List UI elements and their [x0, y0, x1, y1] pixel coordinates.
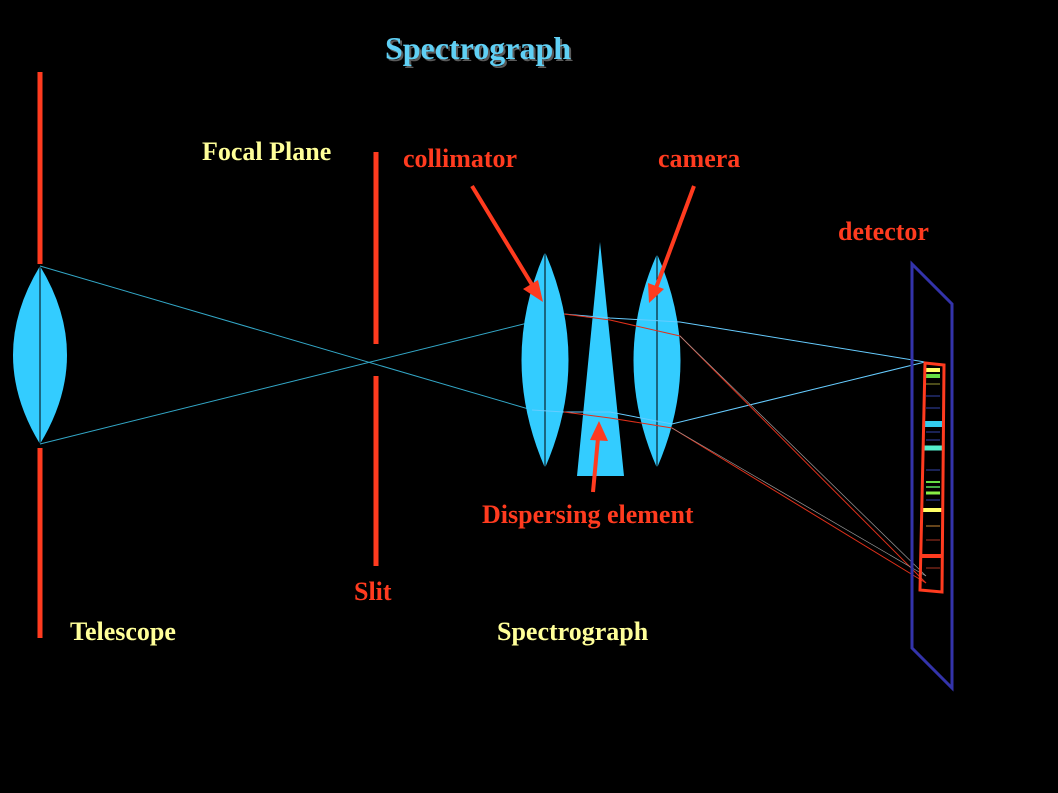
title-shadow: Spectrograph: [387, 32, 573, 68]
dispersing-arrow: [590, 421, 608, 493]
collimator-arrow: [470, 184, 543, 302]
camera-label: camera: [658, 144, 740, 173]
spectrum-strip: [918, 361, 946, 594]
ray-upper-telescope: [39, 265, 533, 411]
collimator-label: collimator: [403, 144, 517, 173]
spectrograph-section-label: Spectrograph: [497, 617, 649, 646]
focal-plane-label: Focal Plane: [202, 137, 331, 166]
ray-blue-lower: [531, 361, 926, 425]
detector-plane: [910, 260, 954, 692]
ray-red-upper: [563, 313, 927, 584]
detector-label: detector: [838, 217, 929, 246]
slit-label: Slit: [354, 577, 392, 606]
camera-arrow: [648, 185, 696, 303]
ray-blue-upper: [563, 313, 926, 363]
dispersing-prism: [577, 242, 624, 476]
ray-grey-upper: [679, 335, 927, 577]
ray-grey-lower: [671, 427, 927, 577]
dispersing-element-label: Dispersing element: [482, 500, 694, 529]
ray-lower-telescope: [39, 313, 565, 445]
ray-red-lower: [563, 411, 927, 584]
spectrum-frame: [918, 361, 946, 594]
title: Spectrograph: [385, 30, 571, 66]
telescope-label: Telescope: [70, 617, 176, 646]
